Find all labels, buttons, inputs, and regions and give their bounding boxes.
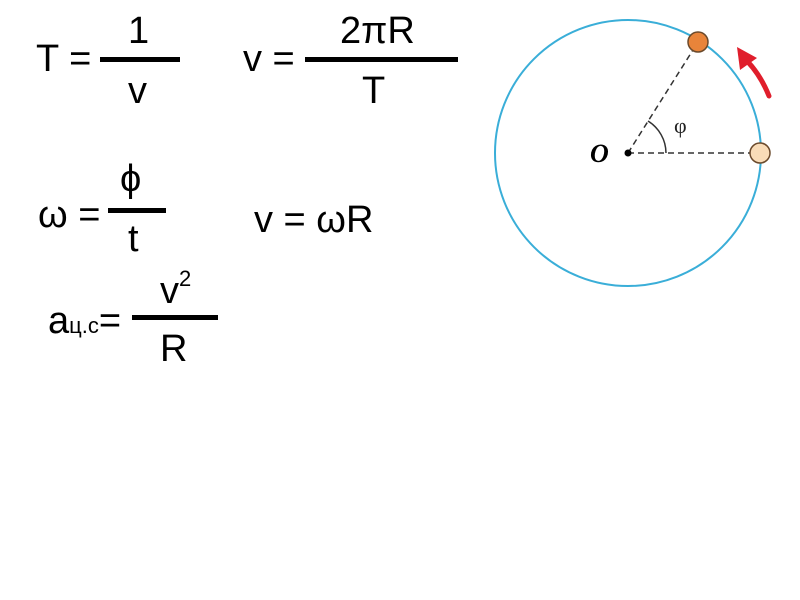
centripetal-symbol: a <box>48 300 70 342</box>
angular-speed-numerator: ϕ <box>120 158 142 200</box>
center-label: O <box>590 139 609 168</box>
linear-speed-fraction-bar <box>305 57 458 62</box>
linear-speed-denominator: T <box>362 70 386 112</box>
centripetal-lhs: aц.с= <box>48 302 121 340</box>
period-lhs: T = <box>36 38 92 80</box>
centripetal-equals: = <box>98 300 122 342</box>
centripetal-denominator: R <box>160 328 188 370</box>
direction-arrow-icon <box>745 59 772 99</box>
direction-arrowhead-icon <box>737 47 757 70</box>
linear-speed-numerator: 2πR <box>340 10 415 52</box>
period-fraction-bar <box>100 57 180 62</box>
moving-ball <box>687 31 709 53</box>
radius-angled-dashed <box>627 41 699 154</box>
angle-arc <box>647 120 667 154</box>
centripetal-subscript: ц.с <box>69 313 99 338</box>
period-denominator: v <box>128 70 147 112</box>
angular-speed-fraction-bar <box>108 208 166 213</box>
period-numerator: 1 <box>128 10 150 52</box>
centripetal-numerator-base: v <box>160 270 179 312</box>
speed-relation-text: v = ωR <box>254 199 374 241</box>
center-point <box>624 149 632 157</box>
angular-speed-denominator: t <box>128 218 139 260</box>
linear-speed-lhs: v = <box>243 38 295 80</box>
angular-speed-lhs: ω = <box>38 194 101 236</box>
centripetal-fraction-bar <box>132 315 218 320</box>
centripetal-numerator-power: 2 <box>179 266 192 291</box>
centripetal-numerator: v2 <box>160 268 191 312</box>
start-ball <box>749 142 771 164</box>
angle-label: φ <box>674 113 687 138</box>
